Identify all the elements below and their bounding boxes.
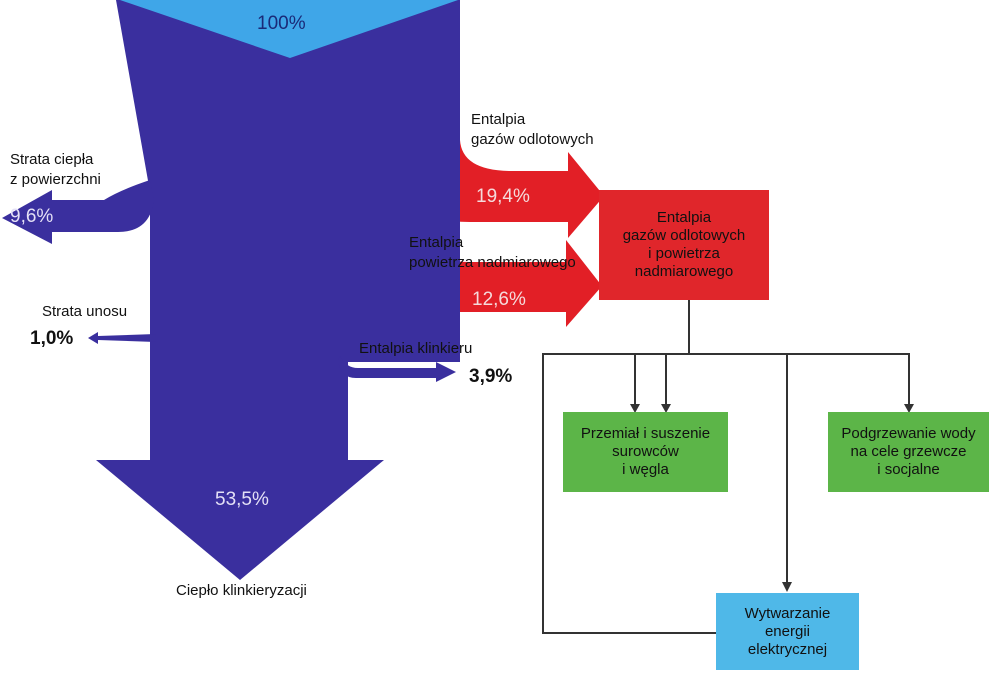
- surface-loss-percent: 9,6%: [10, 206, 54, 227]
- connector-from-exhaust: [688, 300, 690, 355]
- excess-air-label-line1: Entalpia: [409, 234, 464, 251]
- dust-loss-label: Strata unosu: [42, 303, 128, 320]
- excess-air-percent: 12,6%: [472, 289, 526, 310]
- exhaust-enthalpy-text: Entalpia gazów odlotowych i powietrza na…: [622, 209, 746, 280]
- flue-gas-percent: 19,4%: [476, 186, 530, 207]
- exhaust-enthalpy-box: Entalpia gazów odlotowych i powietrza na…: [599, 190, 769, 300]
- clinkering-heat-label: Ciepło klinkieryzacji: [176, 582, 307, 599]
- flue-gas-label: Entalpia gazów odlotowych: [471, 110, 594, 150]
- clinker-enthalpy-label: Entalpia klinkieru: [359, 340, 473, 357]
- power-generation-text: Wytwarzanie energii elektrycznej: [744, 604, 831, 658]
- surface-loss-label: Strata ciepła z powierzchni: [10, 150, 101, 190]
- clinker-enthalpy-percent: 3,9%: [469, 366, 513, 387]
- input-percent: 100%: [257, 13, 306, 34]
- drying-grinding-box: Przemiał i suszenie surowców i węgla: [563, 412, 728, 492]
- connector-to-heating: [908, 353, 910, 409]
- excess-air-label-line2: powietrza nadmiarowego: [409, 254, 576, 271]
- clinker-enthalpy-flow: [338, 356, 456, 382]
- drying-grinding-text: Przemiał i suszenie surowców i węgla: [580, 425, 711, 478]
- excess-air-label: Entalpia powietrza nadmiarowego: [409, 233, 576, 273]
- water-heating-text: Podgrzewanie wody na cele grzewcze i soc…: [841, 425, 976, 478]
- connector-to-drying-b: [665, 353, 667, 409]
- connector-left-vertical: [542, 353, 544, 634]
- surface-loss-label-line2: z powierzchni: [10, 171, 101, 188]
- power-generation-box: Wytwarzanie energii elektrycznej: [716, 593, 859, 670]
- surface-loss-flow: [2, 180, 154, 244]
- water-heating-box: Podgrzewanie wody na cele grzewcze i soc…: [828, 412, 989, 492]
- connector-to-power: [786, 353, 788, 585]
- dust-loss-flow: [88, 332, 156, 344]
- dust-loss-percent: 1,0%: [30, 328, 74, 349]
- main-energy-flow: [96, 0, 460, 580]
- flue-gas-label-line1: Entalpia: [471, 111, 526, 128]
- clinkering-heat-percent: 53,5%: [215, 489, 269, 510]
- surface-loss-label-line1: Strata ciepła: [10, 151, 94, 168]
- flue-gas-label-line2: gazów odlotowych: [471, 131, 594, 148]
- connector-bottom: [542, 632, 718, 634]
- connector-horizontal: [542, 353, 910, 355]
- connector-to-drying-a: [634, 353, 636, 409]
- input-flow: [120, 0, 458, 58]
